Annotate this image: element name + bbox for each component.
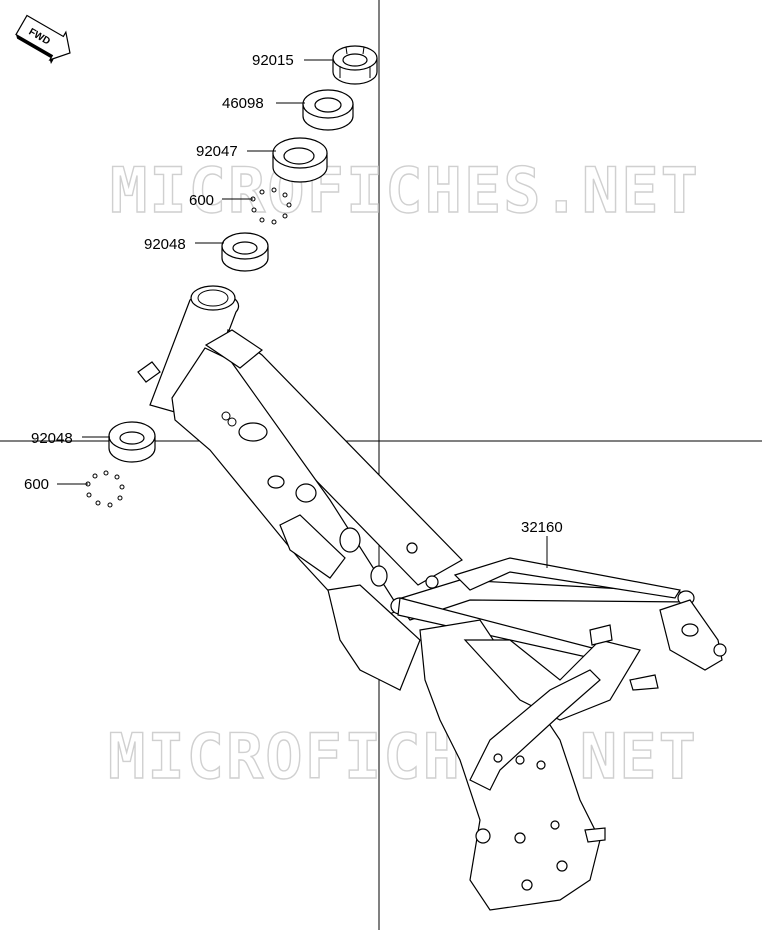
callout-600-upper: 600 [189, 192, 214, 209]
callout-32160: 32160 [521, 519, 563, 536]
bearing-lower-icon [108, 421, 156, 463]
callout-600-lower: 600 [24, 476, 49, 493]
fwd-arrow-icon: FWD [15, 14, 71, 64]
nut-92015-icon [332, 45, 378, 85]
washer-46098-icon [302, 89, 354, 131]
leader-lines [57, 59, 548, 568]
main-frame-drawing [137, 285, 727, 911]
callout-46098: 46098 [222, 95, 264, 112]
watermark-top: MICROFICHES.NET [110, 154, 700, 227]
callout-92047: 92047 [196, 143, 238, 160]
seal-92047-icon [272, 137, 328, 183]
ball-ring-lower-icon [85, 470, 125, 508]
callout-92048-upper: 92048 [144, 236, 186, 253]
watermark-bottom: MICROFICHES.NET [108, 720, 698, 793]
callout-92048-lower: 92048 [31, 430, 73, 447]
bearing-upper-icon [221, 232, 269, 272]
ball-ring-upper-icon [250, 187, 292, 225]
callout-92015: 92015 [252, 52, 294, 69]
